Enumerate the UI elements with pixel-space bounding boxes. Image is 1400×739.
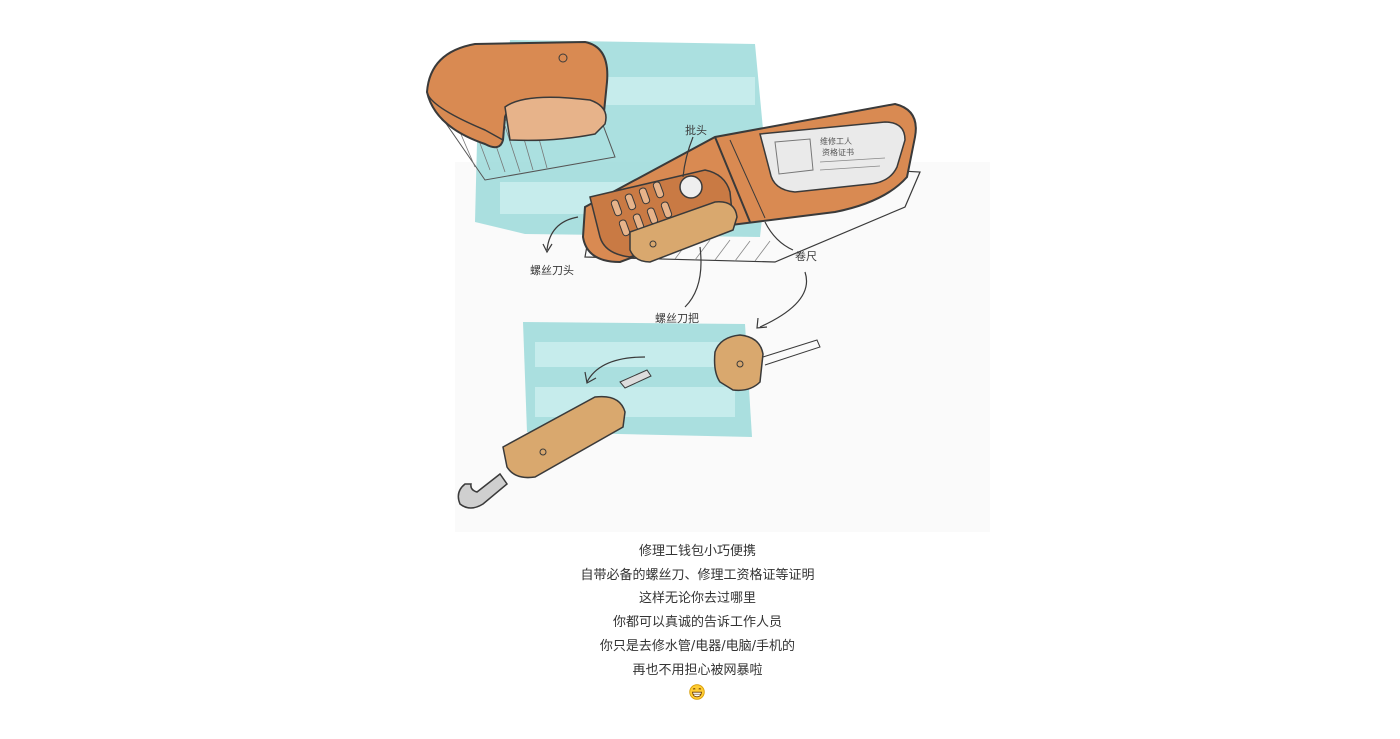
caption-block: 修理工钱包小巧便携 自带必备的螺丝刀、修理工资格证等证明 这样无论你去过哪里 你… [0, 540, 1395, 704]
caption-line: 自带必备的螺丝刀、修理工资格证等证明 [580, 567, 815, 583]
label-handle: 螺丝刀把 [655, 311, 699, 325]
tape-measure-block [713, 334, 821, 392]
screwdriver-bit-piece [619, 369, 652, 389]
wrench-piece [457, 472, 509, 509]
card-text-line2: 资格证书 [822, 147, 854, 157]
wallet-sketch-illustration: 维修工人 资格证书 批头 螺丝刀头 螺丝刀把 [415, 22, 995, 532]
caption-line: 你只是去修水管/电器/电脑/手机的 [599, 638, 796, 654]
label-tape-measure: 卷尺 [795, 249, 817, 263]
caption-line: 修理工钱包小巧便携 [638, 544, 756, 559]
label-bit-left: 螺丝刀头 [530, 264, 574, 277]
card-text-line1: 维修工人 [820, 136, 852, 146]
caption-line: 再也不用担心被网暴啦 [632, 662, 763, 678]
folded-wallet [425, 40, 609, 149]
grinning-face-emoji [689, 684, 705, 700]
screwdriver-handle-piece [502, 395, 626, 479]
label-bit-top: 批头 [685, 123, 707, 137]
caption-line: 你都可以真诚的告诉工作人员 [612, 615, 782, 631]
open-wallet: 维修工人 资格证书 [581, 102, 921, 264]
caption-line: 这样无论你去过哪里 [638, 591, 756, 607]
